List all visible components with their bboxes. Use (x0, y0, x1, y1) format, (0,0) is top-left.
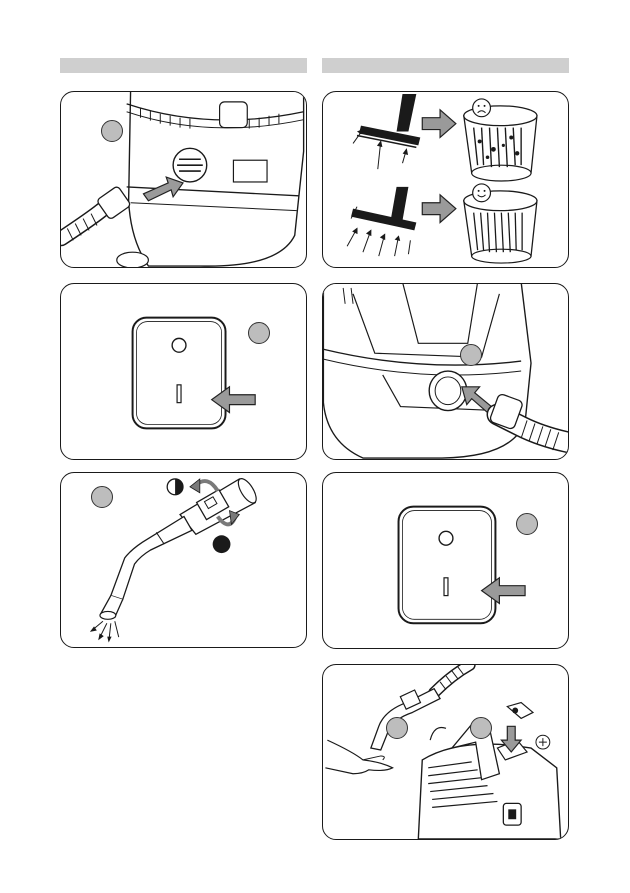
panel-power-switch-right (322, 472, 569, 649)
happy-face-icon (473, 184, 491, 202)
vacuum-body-icon (61, 92, 306, 267)
step-indicator (248, 322, 270, 344)
panel-hose-socket (322, 283, 569, 460)
floor-nozzle-icon (351, 187, 416, 231)
left-column-header-bar (60, 58, 307, 73)
filter-cartridge-icon (464, 106, 537, 181)
wand-icon (371, 689, 440, 750)
power-switch-icon (323, 473, 568, 648)
step-indicator (460, 344, 482, 366)
floor-nozzle-icon (357, 94, 420, 147)
right-column-header-bar (322, 58, 569, 73)
step-indicator (91, 486, 113, 508)
filled-circle-icon (213, 535, 231, 553)
sad-face-icon (473, 99, 491, 117)
step-indicator (101, 120, 123, 142)
filter-cartridge-icon (464, 191, 537, 263)
step-indicator (516, 513, 538, 535)
panel-hose-connection (60, 91, 307, 268)
step-indicator (386, 717, 408, 739)
panel-filter-comparison (322, 91, 569, 268)
step-indicator (470, 717, 492, 739)
panel-suction-control (60, 472, 307, 648)
panel-power-switch-left (60, 283, 307, 460)
half-circle-icon (167, 479, 183, 495)
power-switch-icon (61, 284, 306, 459)
vacuum-body-icon (323, 284, 568, 459)
panel-storage (322, 664, 569, 840)
